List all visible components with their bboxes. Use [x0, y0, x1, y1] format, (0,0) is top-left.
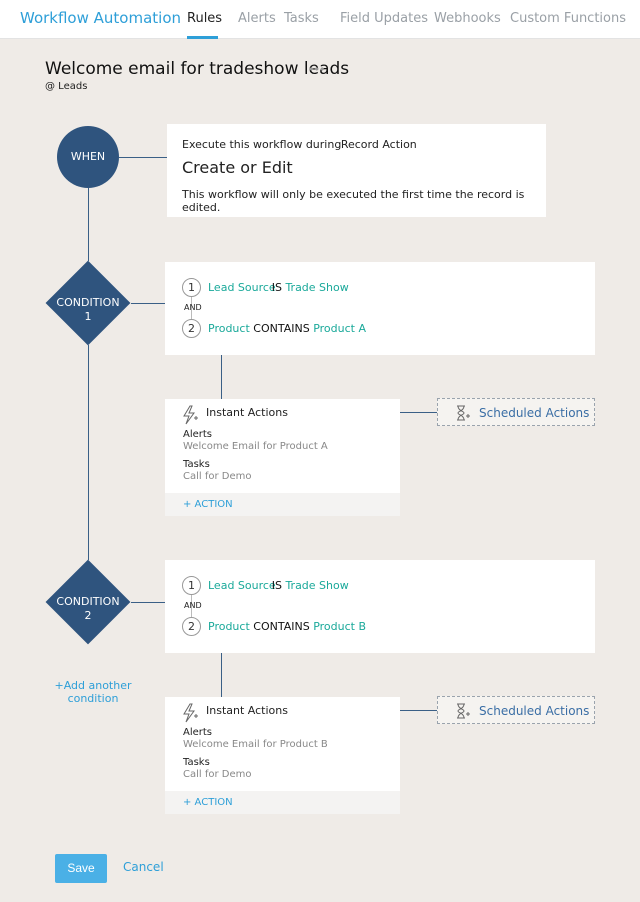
criteria-number: 2: [182, 617, 201, 636]
tab-webhooks[interactable]: Webhooks: [434, 11, 501, 26]
action-2-connector: [221, 653, 222, 697]
alerts-label: Alerts: [183, 727, 213, 738]
trigger-note: This workflow will only be executed the …: [182, 188, 525, 214]
hourglass-icon: [457, 703, 470, 719]
more-options-icon[interactable]: •••: [308, 63, 325, 76]
scheduled-2-connector: [400, 710, 437, 711]
action-footer: + ACTION: [165, 493, 400, 516]
flow-connector: [88, 345, 89, 560]
when-connector: [119, 157, 167, 158]
active-tab-indicator: [187, 36, 218, 39]
alert-item[interactable]: Welcome Email for Product B: [183, 739, 328, 750]
criteria-operator: IS: [271, 579, 282, 592]
criteria-stem: [191, 595, 192, 619]
criteria-field: Product: [208, 620, 250, 633]
scheduled-actions-button[interactable]: Scheduled Actions: [437, 398, 595, 426]
criteria-number: 1: [182, 278, 201, 297]
criteria-operator: IS: [271, 281, 282, 294]
tab-field-updates[interactable]: Field Updates: [340, 11, 428, 26]
instant-actions-title: Instant Actions: [206, 406, 288, 419]
lightning-icon: [183, 405, 198, 425]
criteria-row[interactable]: Product CONTAINS Product B: [208, 620, 366, 633]
app-title: Workflow Automation: [20, 9, 182, 27]
scheduled-actions-label: Scheduled Actions: [479, 406, 590, 420]
condition-2-card[interactable]: 1 Lead SourceIS Trade Show AND 2 Product…: [165, 560, 595, 653]
task-item[interactable]: Call for Demo: [183, 471, 252, 482]
criteria-number: 2: [182, 319, 201, 338]
execute-prefix: Execute this workflow during: [182, 138, 342, 151]
add-condition-line2: condition: [67, 692, 119, 705]
criteria-operator: CONTAINS: [253, 620, 310, 633]
lightning-icon: [183, 703, 198, 723]
hourglass-icon: [457, 405, 470, 421]
instant-actions-card[interactable]: Instant Actions Alerts Welcome Email for…: [165, 697, 400, 814]
criteria-field: Lead Source: [208, 579, 276, 592]
criteria-field: Product: [208, 322, 250, 335]
tab-tasks[interactable]: Tasks: [284, 11, 319, 26]
when-node[interactable]: WHEN: [57, 126, 119, 188]
trigger-label: Create or Edit: [182, 158, 293, 177]
task-item[interactable]: Call for Demo: [183, 769, 252, 780]
criteria-value: Product A: [313, 322, 366, 335]
scheduled-actions-button[interactable]: Scheduled Actions: [437, 696, 595, 724]
condition-1-text: CONDITION: [56, 296, 120, 309]
condition-1-label: CONDITION 1: [43, 296, 133, 324]
condition-1-card[interactable]: 1 Lead SourceIS Trade Show AND 2 Product…: [165, 262, 595, 355]
tasks-label: Tasks: [183, 757, 210, 768]
alert-item[interactable]: Welcome Email for Product A: [183, 441, 328, 452]
add-action-button[interactable]: + ACTION: [183, 797, 233, 808]
add-action-button[interactable]: + ACTION: [183, 499, 233, 510]
instant-actions-card[interactable]: Instant Actions Alerts Welcome Email for…: [165, 399, 400, 516]
criteria-field: Lead Source: [208, 281, 276, 294]
condition-2-text: CONDITION: [56, 595, 120, 608]
criteria-value: Trade Show: [285, 281, 349, 294]
condition-1-number: 1: [84, 310, 92, 323]
scheduled-1-connector: [400, 412, 437, 413]
condition-2-connector: [131, 602, 165, 603]
criteria-joiner: AND: [184, 303, 202, 312]
action-footer: + ACTION: [165, 791, 400, 814]
execute-line: Execute this workflow during Record Acti…: [182, 138, 417, 151]
workflow-title[interactable]: Welcome email for tradeshow leads: [45, 59, 350, 79]
condition-2-label: CONDITION 2: [43, 595, 133, 623]
criteria-row[interactable]: Product CONTAINS Product A: [208, 322, 366, 335]
alerts-label: Alerts: [183, 429, 213, 440]
workflow-module: @ Leads: [45, 81, 88, 92]
cancel-button[interactable]: Cancel: [123, 860, 164, 874]
add-condition-line1: +Add another: [54, 679, 132, 692]
record-action-label: Record Action: [340, 138, 417, 151]
condition-1-connector: [131, 303, 165, 304]
when-card[interactable]: Execute this workflow during Record Acti…: [167, 124, 546, 217]
flow-connector: [88, 188, 89, 261]
criteria-value: Trade Show: [285, 579, 349, 592]
instant-actions-title: Instant Actions: [206, 704, 288, 717]
criteria-number: 1: [182, 576, 201, 595]
criteria-value: Product B: [313, 620, 366, 633]
tab-alerts[interactable]: Alerts: [238, 11, 276, 26]
criteria-row[interactable]: Lead SourceIS Trade Show: [208, 579, 349, 592]
criteria-operator: CONTAINS: [253, 322, 310, 335]
save-button[interactable]: Save: [55, 854, 107, 883]
scheduled-actions-label: Scheduled Actions: [479, 704, 590, 718]
criteria-row[interactable]: Lead SourceIS Trade Show: [208, 281, 349, 294]
top-nav: Workflow Automation Rules Alerts Tasks F…: [0, 0, 640, 39]
tasks-label: Tasks: [183, 459, 210, 470]
tab-custom-functions[interactable]: Custom Functions: [510, 11, 627, 26]
action-1-connector: [221, 355, 222, 399]
condition-2-number: 2: [84, 609, 92, 622]
tab-rules[interactable]: Rules: [187, 11, 223, 26]
add-condition-link[interactable]: +Add another condition: [48, 679, 138, 705]
criteria-joiner: AND: [184, 601, 202, 610]
criteria-stem: [191, 297, 192, 321]
